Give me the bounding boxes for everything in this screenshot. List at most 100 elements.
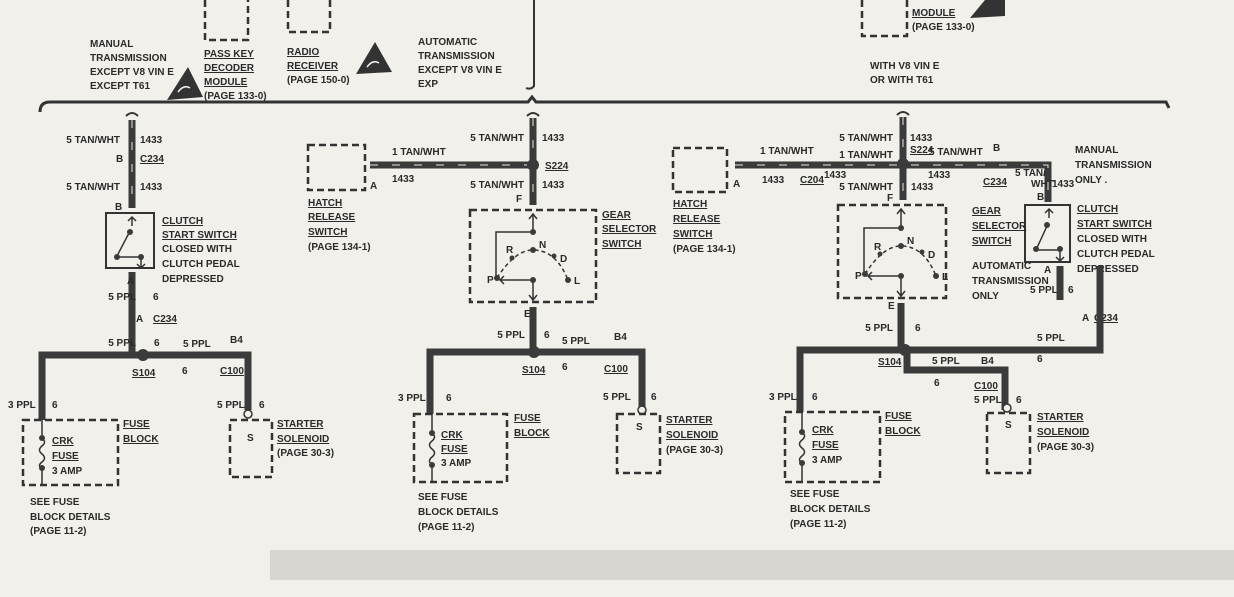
clutch-switch-note: CLUTCH PEDAL bbox=[162, 259, 240, 270]
pin-label: B bbox=[115, 202, 122, 213]
gear-position-label: D bbox=[560, 254, 567, 265]
starter-label: STARTER bbox=[666, 415, 713, 426]
splice-label: S224 bbox=[910, 145, 934, 156]
wire-label: 3 PPL bbox=[8, 400, 36, 411]
gear-selector-label: SELECTOR bbox=[602, 224, 657, 235]
wire-label: 5 PPL bbox=[217, 400, 245, 411]
fuse-block bbox=[783, 410, 882, 484]
gear-selector-switch bbox=[468, 208, 598, 304]
connector-c100: C100 bbox=[220, 366, 244, 377]
wire-label: 5 TAN/WHT bbox=[66, 135, 120, 146]
pass-key-label: DECODER bbox=[204, 63, 255, 74]
circuit-number: 6 bbox=[52, 400, 58, 411]
starter-solenoid-box bbox=[985, 411, 1032, 475]
left-panel: 5 TAN/WHT 1433 B C234 5 TAN/WHT 1433 B C… bbox=[8, 112, 334, 537]
pin-label: B bbox=[1037, 192, 1044, 203]
radio-receiver-box bbox=[286, 0, 332, 34]
circuit-number: 6 bbox=[1068, 285, 1074, 296]
pass-key-module-box bbox=[203, 0, 250, 42]
starter-label: STARTER bbox=[277, 419, 324, 430]
circuit-number: 6 bbox=[651, 392, 657, 403]
connector-c100: C100 bbox=[974, 381, 998, 392]
see-fuse-note: BLOCK DETAILS bbox=[30, 512, 111, 523]
gear-position-label: N bbox=[907, 236, 914, 247]
gear-position-label: N bbox=[539, 240, 546, 251]
fuse-label: CRK bbox=[52, 436, 74, 447]
gear-position-label: R bbox=[506, 245, 514, 256]
see-fuse-note: (PAGE 11-2) bbox=[790, 519, 847, 530]
fuse-block-label: BLOCK bbox=[123, 434, 159, 445]
wire-label: 1 TAN/WHT bbox=[839, 150, 893, 161]
splice-s224 bbox=[527, 159, 539, 171]
clutch-switch-note: CLOSED WITH bbox=[1077, 234, 1147, 245]
esd-warning-icon bbox=[356, 42, 392, 74]
wire-label: 3 PPL bbox=[769, 392, 797, 403]
wire-label: 5 TAN/WHT bbox=[470, 133, 524, 144]
splice-label: S224 bbox=[545, 161, 569, 172]
hatch-release-box bbox=[671, 146, 729, 194]
radio-page: (PAGE 150-0) bbox=[287, 75, 350, 86]
gear-selector-label: GEAR bbox=[972, 206, 1002, 217]
hatch-label: HATCH bbox=[673, 199, 707, 210]
clutch-switch-note: CLOSED WITH bbox=[162, 244, 232, 255]
wire-label: 5 TAN/WHT bbox=[839, 133, 893, 144]
v8-label: OR WITH T61 bbox=[870, 75, 934, 86]
clutch-switch-label: CLUTCH bbox=[1077, 204, 1118, 215]
ppl-wire bbox=[796, 266, 1104, 412]
fuse-block bbox=[21, 418, 120, 487]
pin-label: B4 bbox=[230, 335, 243, 346]
clutch-switch-note: CLUTCH PEDAL bbox=[1077, 249, 1155, 260]
auto-label: AUTOMATIC bbox=[418, 37, 477, 48]
clutch-switch-symbol bbox=[105, 212, 155, 270]
clutch-switch-note: DEPRESSED bbox=[1077, 264, 1139, 275]
pin-label: A bbox=[127, 276, 134, 287]
wire-label: 3 PPL bbox=[398, 393, 426, 404]
fuse-rating: 3 AMP bbox=[812, 455, 843, 466]
splice-label: S104 bbox=[132, 368, 156, 379]
pin-label: S bbox=[636, 422, 643, 433]
see-fuse-note: (PAGE 11-2) bbox=[30, 526, 87, 537]
pass-key-label: MODULE bbox=[204, 77, 248, 88]
connector-c234: C234 bbox=[983, 177, 1007, 188]
fuse-label: FUSE bbox=[812, 440, 839, 451]
esd-warning-icon bbox=[167, 67, 203, 100]
starter-label: SOLENOID bbox=[666, 430, 718, 441]
fuse-icon bbox=[798, 431, 806, 464]
wire-label: 1 TAN/WHT bbox=[392, 147, 446, 158]
circuit-number: 1433 bbox=[542, 180, 565, 191]
circuit-number: 6 bbox=[154, 338, 160, 349]
top-wire bbox=[525, 0, 535, 90]
fuse-label: CRK bbox=[812, 425, 834, 436]
wire-label: 5 PPL bbox=[183, 339, 211, 350]
circuit-number: 1433 bbox=[140, 182, 163, 193]
wire-label: 5 PPL bbox=[108, 338, 136, 349]
body-module-page: (PAGE 133-0) bbox=[912, 22, 975, 33]
manual-label: EXCEPT V8 VIN E bbox=[90, 67, 174, 78]
gear-selector-label: SWITCH bbox=[972, 236, 1011, 247]
splice-s104 bbox=[137, 349, 149, 361]
pin-label: S bbox=[247, 433, 254, 444]
ppl-wire bbox=[426, 307, 646, 414]
ppl-wire bbox=[38, 272, 252, 420]
wire-label: 5 PPL bbox=[562, 336, 590, 347]
gear-position-label: L bbox=[942, 272, 948, 283]
manual-only-label: ONLY . bbox=[1075, 175, 1107, 186]
gear-selector-label: SWITCH bbox=[602, 239, 641, 250]
body-module-box bbox=[860, 0, 909, 38]
clutch-switch-label: START SWITCH bbox=[1077, 219, 1152, 230]
hatch-page: (PAGE 134-1) bbox=[673, 244, 736, 255]
circuit-number: 1433 bbox=[762, 175, 785, 186]
circuit-number: 6 bbox=[544, 330, 550, 341]
hatch-label: SWITCH bbox=[673, 229, 712, 240]
wire-label: 5 TAN/ bbox=[1015, 168, 1046, 179]
clutch-switch-label: CLUTCH bbox=[162, 216, 203, 227]
v8-label: WITH V8 VIN E bbox=[870, 61, 940, 72]
clutch-switch-label: START SWITCH bbox=[162, 230, 237, 241]
wire-label: 5 TAN/WHT bbox=[470, 180, 524, 191]
body-module-label: MODULE bbox=[912, 8, 956, 19]
esd-warning-icon bbox=[970, 0, 1005, 18]
wire-label: 5 PPL bbox=[932, 356, 960, 367]
gear-note: TRANSMISSION bbox=[972, 276, 1049, 287]
circuit-number: 1433 bbox=[824, 170, 847, 181]
middle-panel: A HATCH RELEASE SWITCH (PAGE 134-1) 1 TA… bbox=[306, 112, 723, 533]
